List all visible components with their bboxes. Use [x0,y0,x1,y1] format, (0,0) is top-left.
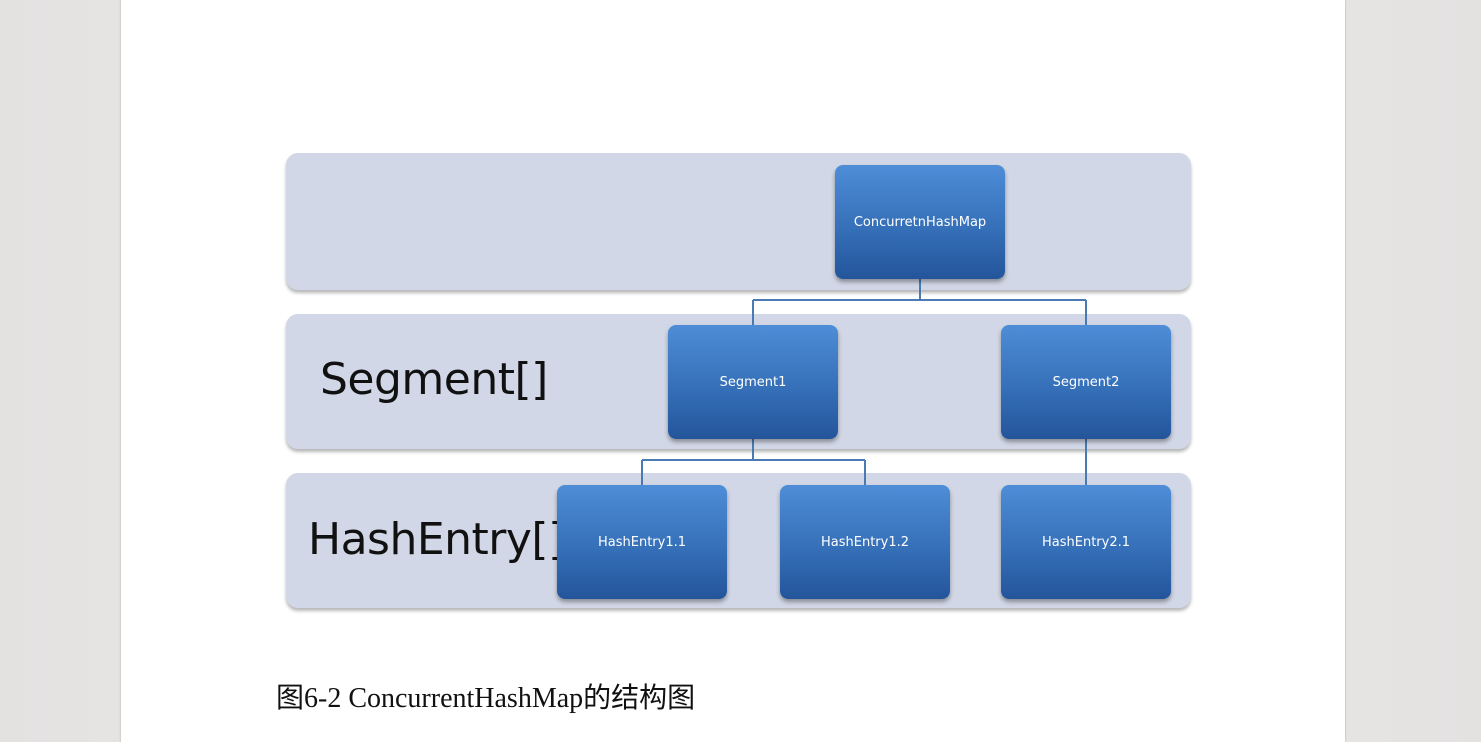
figure-caption: 图6-2 ConcurrentHashMap的结构图 [276,683,696,714]
level-label-hashentry: HashEntry[] [308,514,565,565]
node-hashentry1-1: HashEntry1.1 [557,485,727,599]
node-segment1: Segment1 [668,325,838,439]
node-concurrenthashmap: ConcurretnHashMap [835,165,1005,279]
level-label-segment: Segment[] [320,354,548,405]
node-hashentry2-1: HashEntry2.1 [1001,485,1171,599]
level-band-root [286,153,1191,290]
node-segment2: Segment2 [1001,325,1171,439]
node-hashentry1-2: HashEntry1.2 [780,485,950,599]
